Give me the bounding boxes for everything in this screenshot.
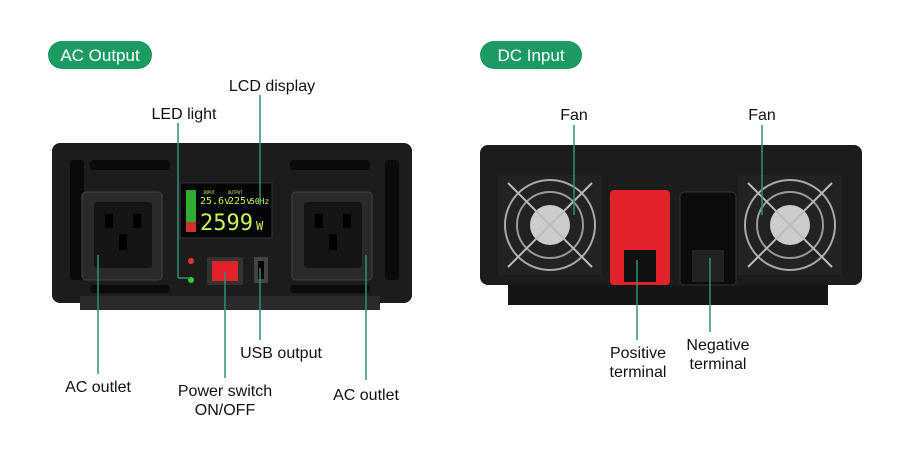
label-power-switch: Power switch bbox=[178, 383, 272, 400]
ac-outlet-left bbox=[81, 191, 163, 281]
leader-lines bbox=[97, 95, 763, 380]
label-fan-left: Fan bbox=[560, 107, 588, 124]
lcd-voltage-out: 225v bbox=[228, 196, 252, 207]
label-fan-right: Fan bbox=[748, 107, 776, 124]
label-led-light: LED light bbox=[152, 106, 217, 123]
dc-input-title: DC Input bbox=[497, 46, 564, 65]
fan-right bbox=[738, 175, 842, 275]
label-power-switch-on-off: ON/OFF bbox=[195, 402, 256, 419]
power-switch bbox=[207, 257, 243, 285]
lcd-voltage-in: 25.6v bbox=[200, 196, 230, 207]
lcd-power: 2599 bbox=[200, 211, 253, 236]
led-red bbox=[188, 258, 194, 264]
lcd-screen: INPUT OUTPUT 25.6v 225v 50Hz 2599 W bbox=[179, 182, 273, 239]
ac-outlet-right bbox=[291, 191, 373, 281]
label-ac-outlet-right: AC outlet bbox=[333, 387, 399, 404]
ac-output-pill: AC Output bbox=[48, 41, 152, 69]
positive-terminal bbox=[610, 190, 670, 285]
ac-output-title: AC Output bbox=[60, 46, 140, 65]
lcd-input-label: INPUT bbox=[203, 190, 216, 195]
negative-terminal bbox=[679, 191, 737, 286]
label-usb-output: USB output bbox=[240, 345, 322, 362]
fan-left bbox=[498, 175, 602, 275]
label-positive-terminal-2: terminal bbox=[610, 364, 667, 381]
lcd-power-unit: W bbox=[256, 219, 264, 233]
label-positive-terminal: Positive bbox=[610, 345, 666, 362]
label-negative-terminal: Negative bbox=[686, 337, 749, 354]
dc-input-pill: DC Input bbox=[480, 41, 582, 69]
usb-port bbox=[254, 257, 268, 283]
ac-side-panel: INPUT OUTPUT 25.6v 225v 50Hz 2599 W bbox=[52, 143, 412, 310]
label-ac-outlet-left: AC outlet bbox=[65, 379, 131, 396]
dc-side-panel bbox=[480, 145, 862, 305]
label-negative-terminal-2: terminal bbox=[690, 356, 747, 373]
lcd-output-label: OUTPUT bbox=[228, 190, 243, 195]
label-lcd-display: LCD display bbox=[229, 78, 315, 95]
